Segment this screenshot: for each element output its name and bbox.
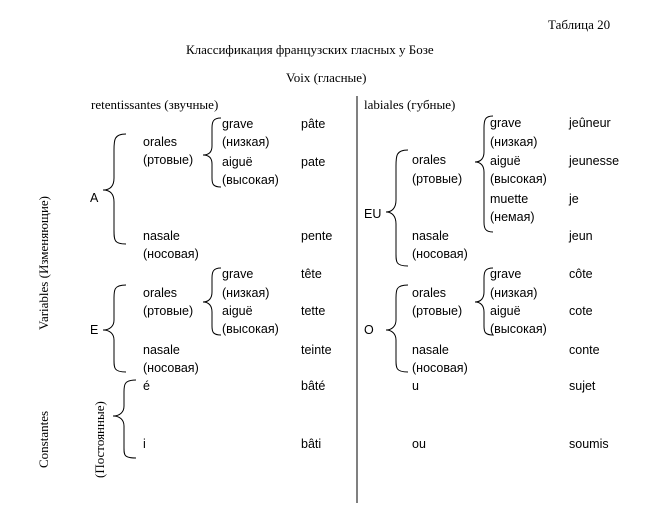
const-u: u	[412, 379, 419, 393]
const-ou: ou	[412, 437, 426, 451]
o-grave: grave	[490, 267, 522, 281]
brace-e	[102, 284, 127, 373]
brace-eu	[385, 149, 409, 267]
brace-constantes	[112, 379, 137, 459]
vowel-e: E	[90, 323, 99, 337]
o-grave-example: côte	[569, 267, 593, 281]
e-aigue: aiguë	[222, 304, 253, 318]
brace-eu-orales	[474, 115, 494, 233]
eu-nasale: nasale	[412, 229, 449, 243]
const-i: i	[143, 437, 146, 451]
eu-grave-ru: (низкая)	[490, 135, 538, 149]
e-nasale-ru: (носовая)	[143, 361, 199, 375]
e-aigue-example: tette	[301, 304, 326, 318]
a-aigue-example: pate	[301, 155, 326, 169]
const-ou-example: soumis	[569, 437, 609, 451]
e-aigue-ru: (высокая)	[222, 322, 279, 336]
o-orales: orales	[412, 286, 447, 300]
table-number: Таблица 20	[548, 17, 611, 32]
eu-nasale-example: jeun	[569, 229, 593, 243]
brace-a	[102, 133, 127, 245]
eu-orales-ru: (ртовые)	[412, 172, 463, 186]
brace-a-orales	[202, 117, 222, 188]
o-aigue-ru: (высокая)	[490, 322, 547, 336]
e-grave-ru: (низкая)	[222, 286, 270, 300]
const-u-example: sujet	[569, 379, 596, 393]
vowel-eu: EU	[364, 207, 382, 221]
e-orales: orales	[143, 286, 178, 300]
a-grave: grave	[222, 117, 254, 131]
brace-e-orales	[202, 267, 222, 336]
a-nasale-example: pente	[301, 229, 333, 243]
eu-muette-ru: (немая)	[490, 210, 535, 224]
o-aigue-example: cote	[569, 304, 593, 318]
e-nasale: nasale	[143, 343, 180, 357]
const-e-acute-example: bâté	[301, 379, 326, 393]
eu-nasale-ru: (носовая)	[412, 247, 468, 261]
o-nasale-example: conte	[569, 343, 600, 357]
o-nasale: nasale	[412, 343, 449, 357]
e-grave: grave	[222, 267, 254, 281]
brace-o-orales	[474, 267, 494, 336]
eu-grave: grave	[490, 116, 522, 130]
a-orales: orales	[143, 135, 178, 149]
eu-muette-example: je	[569, 192, 579, 206]
a-grave-ru: (низкая)	[222, 135, 270, 149]
table-title: Классификация французских гласных у Бозе	[186, 42, 434, 57]
vowel-o: O	[364, 323, 374, 337]
row-label-constantes-ru: (Постоянные)	[92, 401, 107, 478]
e-nasale-example: teinte	[301, 343, 332, 357]
a-aigue: aiguë	[222, 155, 253, 169]
e-orales-ru: (ртовые)	[143, 304, 194, 318]
a-nasale: nasale	[143, 229, 180, 243]
vowel-a: A	[90, 191, 99, 205]
a-nasale-ru: (носовая)	[143, 247, 199, 261]
a-grave-example: pâte	[301, 117, 326, 131]
eu-aigue: aiguë	[490, 154, 521, 168]
eu-grave-example: jeûneur	[569, 116, 611, 130]
eu-orales: orales	[412, 153, 447, 167]
o-orales-ru: (ртовые)	[412, 304, 463, 318]
eu-aigue-ru: (высокая)	[490, 172, 547, 186]
header-right: labiales (губные)	[364, 97, 456, 112]
a-aigue-ru: (высокая)	[222, 173, 279, 187]
table-subtitle: Voix (гласные)	[286, 70, 367, 85]
const-i-example: bâti	[301, 437, 322, 451]
eu-muette: muette	[490, 192, 529, 206]
o-nasale-ru: (носовая)	[412, 361, 468, 375]
e-grave-example: tête	[301, 267, 322, 281]
o-grave-ru: (низкая)	[490, 286, 538, 300]
o-aigue: aiguë	[490, 304, 521, 318]
eu-aigue-example: jeunesse	[569, 154, 620, 168]
row-label-variables: Variables (Изменяющие)	[36, 196, 51, 330]
a-orales-ru: (ртовые)	[143, 153, 194, 167]
row-label-constantes: Constantes	[36, 410, 51, 468]
brace-o	[385, 284, 409, 373]
header-left: retentissantes (звучные)	[91, 97, 219, 112]
const-e-acute: é	[143, 379, 150, 393]
